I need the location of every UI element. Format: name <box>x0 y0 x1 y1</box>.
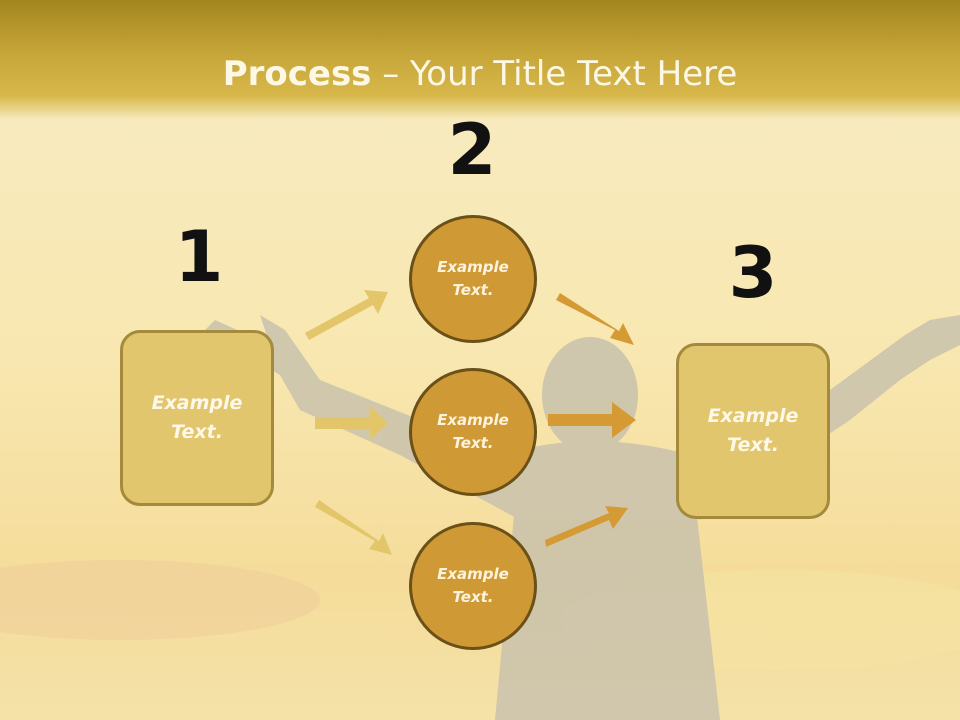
circle-top-text: Example Text. <box>437 258 509 299</box>
arrow-bottom-to-right <box>545 506 628 547</box>
step-number-3: 3 <box>728 232 778 314</box>
circle-middle: Example Text. <box>409 368 537 496</box>
circle-bottom: Example Text. <box>409 522 537 650</box>
arrow-left-to-bottom <box>315 500 392 555</box>
circle-bottom-text: Example Text. <box>437 565 509 606</box>
left-box-text: Example Text. <box>151 392 243 443</box>
step-number-1: 1 <box>174 216 224 298</box>
title-bar <box>0 0 960 120</box>
arrow-left-to-middle <box>315 406 388 440</box>
arrow-middle-to-right <box>548 402 636 438</box>
circle-middle-text: Example Text. <box>437 411 509 452</box>
title-bold: Process <box>222 54 372 94</box>
arrow-top-to-right <box>556 293 634 345</box>
page-title: Process – Your Title Text Here <box>0 52 960 96</box>
right-box: Example Text. <box>676 343 830 519</box>
circle-top: Example Text. <box>409 215 537 343</box>
arrow-left-to-top <box>305 290 388 340</box>
step-number-2: 2 <box>447 109 497 191</box>
right-box-text: Example Text. <box>707 405 799 456</box>
left-box: Example Text. <box>120 330 274 506</box>
title-rest: – Your Title Text Here <box>371 54 738 94</box>
